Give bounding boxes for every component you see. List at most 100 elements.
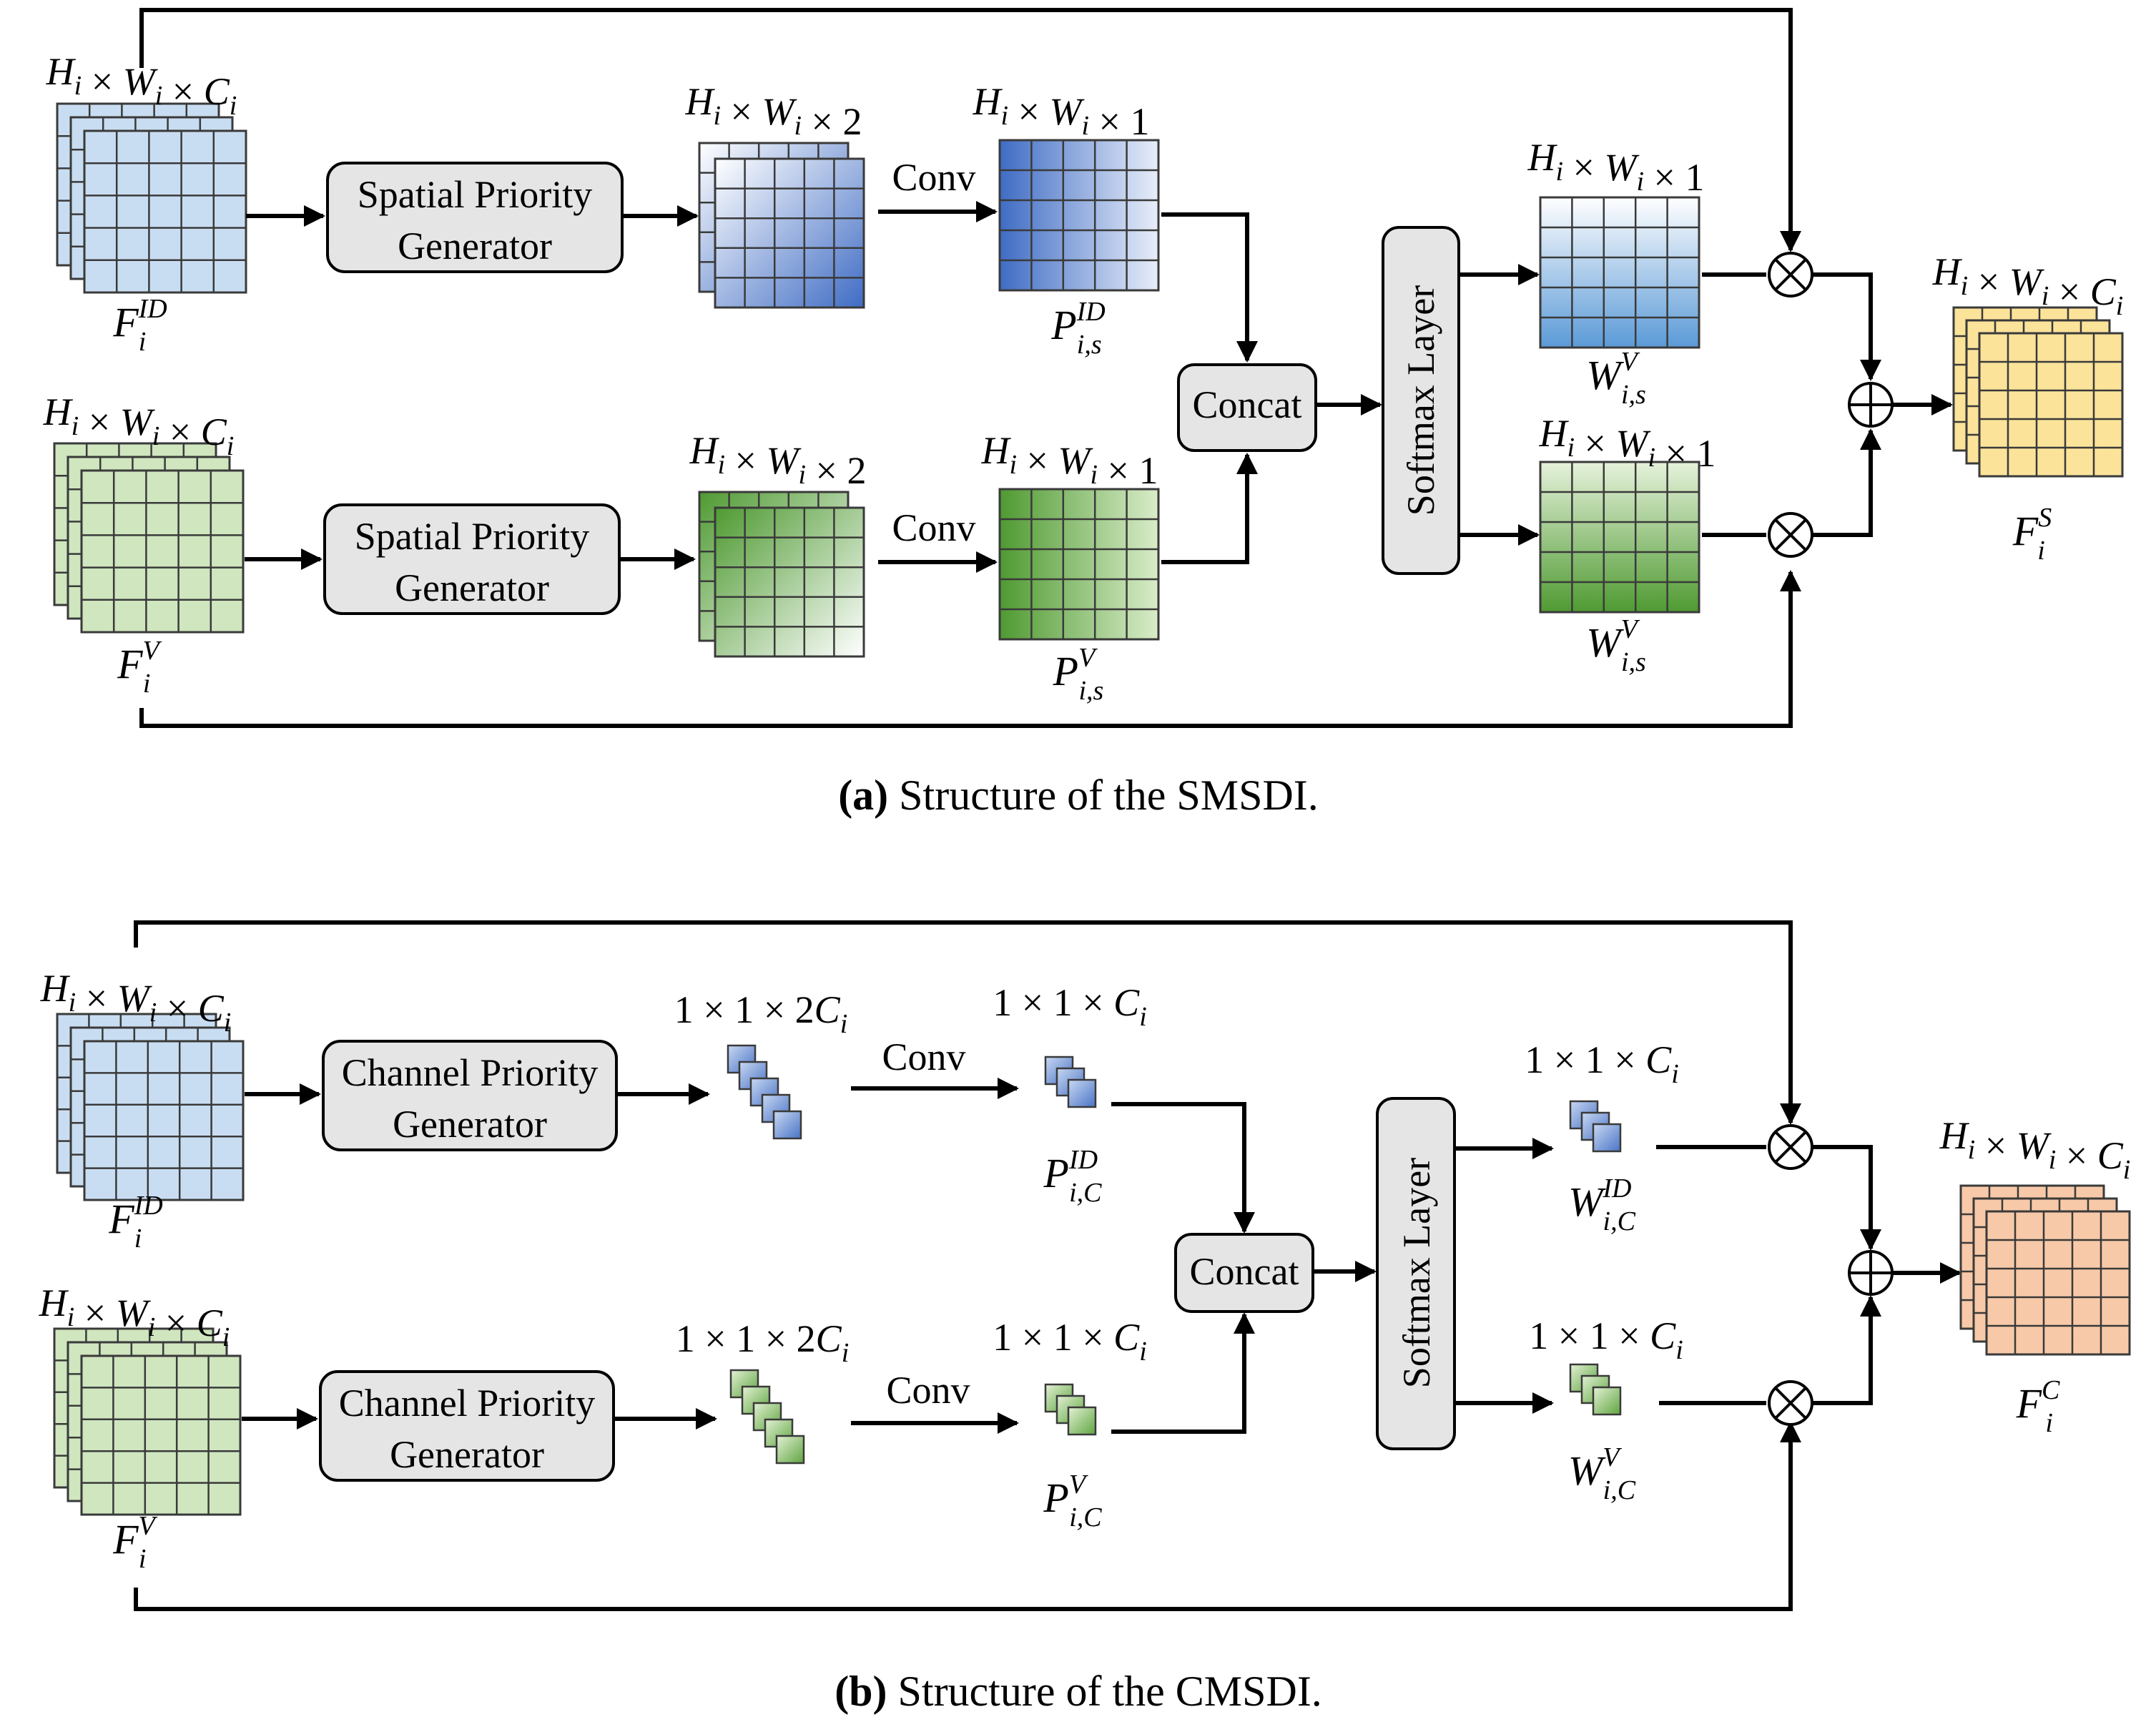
multiply-icon <box>1768 512 1813 558</box>
softmax-label: Softmax Layer <box>1399 285 1442 516</box>
dimension-labels: Hi × Wi × Ci Hi × Wi × Ci 1 × 1 × 2Ci 1 × 1… <box>39 967 2131 1368</box>
caption-letter: (a) <box>838 772 888 819</box>
grid-layer <box>1539 461 1700 614</box>
generator-output-stack-id <box>698 142 865 309</box>
grid-layer <box>714 506 865 658</box>
arrow <box>1812 272 1881 381</box>
generator-output-stack-v <box>698 491 865 658</box>
grid-layer <box>998 488 1160 641</box>
dimension-label: Hi × Wi × 1 <box>1538 412 1716 475</box>
bypass-wire-bottom-a <box>139 570 1801 728</box>
dimension-label: 1 × 1 × Ci <box>1525 1038 1679 1089</box>
channel-cube <box>1067 1406 1097 1436</box>
channel-cube <box>772 1110 802 1140</box>
arrow <box>1812 1295 1881 1405</box>
input-feature-stack-id <box>56 102 247 294</box>
weight-map-v <box>1539 461 1700 614</box>
dimension-label: Hi × Wi × Ci <box>39 1281 230 1352</box>
multiply-icon <box>1768 1380 1813 1426</box>
dimension-label: Hi × Wi × 2 <box>684 80 862 143</box>
output-feature-stack-s <box>1952 306 2124 478</box>
conv-label: Conv <box>892 506 975 549</box>
add-icon <box>1848 382 1894 428</box>
arrow <box>1812 1145 1881 1251</box>
priority-map-v <box>998 488 1160 641</box>
caption-b: (b) Structure of the CMSDI. <box>835 1668 1322 1715</box>
channel-cube <box>1592 1123 1622 1153</box>
generator-label-line1: Channel Priority <box>339 1382 595 1425</box>
caption-a: (a) Structure of the SMSDI. <box>838 772 1319 819</box>
arrow <box>1111 1102 1255 1234</box>
softmax-layer-box <box>1382 226 1460 575</box>
input-feature-stack-id <box>56 1013 245 1201</box>
dimension-label: Hi × Wi × Ci <box>43 390 235 461</box>
generator-label-line2: Generator <box>398 225 552 267</box>
dimension-labels: Hi × Wi × Ci Hi × Wi × Ci Hi × Wi × 2 Hi × … <box>43 50 2124 492</box>
dimension-label: Hi × Wi × 1 <box>972 80 1149 143</box>
concat-box <box>1177 363 1317 452</box>
dimension-label: Hi × Wi × 1 <box>980 429 1158 492</box>
dimension-label: 1 × 1 × Ci <box>1529 1314 1683 1365</box>
input-feature-stack-v <box>53 1327 242 1516</box>
dimension-label: 1 × 1 × Ci <box>993 981 1147 1032</box>
generator-label-line2: Generator <box>390 1433 544 1476</box>
concat-label: Concat <box>1193 383 1302 426</box>
dimension-label: 1 × 1 × 2Ci <box>674 988 848 1039</box>
add-icon <box>1848 1250 1894 1296</box>
channel-weight-id <box>1569 1100 1622 1153</box>
multiply-icon <box>1768 252 1813 297</box>
generator-label-line2: Generator <box>393 1103 547 1146</box>
dimension-label: Hi × Wi × Ci <box>1932 250 2124 321</box>
grid-layer <box>80 1354 242 1516</box>
generator-label-line1: Channel Priority <box>342 1051 598 1094</box>
grid-layer <box>83 129 247 294</box>
dimension-label: 1 × 1 × 2Ci <box>676 1317 850 1368</box>
bypass-wire-bottom-b <box>134 1421 1801 1611</box>
input-feature-stack-v <box>53 442 245 634</box>
generator-label-line1: Spatial Priority <box>355 515 589 558</box>
channel-priority-id <box>1044 1056 1097 1108</box>
caption-text: Structure of the CMSDI. <box>887 1668 1322 1715</box>
channel-priority-generator-bottom <box>319 1370 615 1482</box>
softmax-label: Softmax Layer <box>1395 1158 1438 1388</box>
dimension-label: Hi × Wi × 2 <box>689 429 866 492</box>
dimension-label: Hi × Wi × Ci <box>1939 1114 2131 1185</box>
grid-layer <box>1539 196 1700 349</box>
grid-layer <box>80 469 245 634</box>
conv-label: Conv <box>892 156 975 199</box>
grid-layer <box>1978 332 2124 478</box>
arrow <box>1161 212 1258 363</box>
priority-map-id <box>998 139 1160 292</box>
arrow <box>1111 1312 1255 1434</box>
arrow <box>1161 453 1258 564</box>
generator-label-line1: Spatial Priority <box>358 173 592 216</box>
grid-layer <box>83 1040 245 1201</box>
bypass-wire-top-b <box>134 920 1801 1125</box>
channel-vector-2c-v <box>729 1369 805 1465</box>
panel-a: Spatial Priority Generator Spatial Prior… <box>43 8 2124 819</box>
channel-priority-v <box>1044 1383 1097 1436</box>
channel-weight-v <box>1569 1363 1622 1416</box>
generator-label-line2: Generator <box>395 566 549 609</box>
channel-cube <box>1067 1078 1097 1108</box>
dimension-label: Hi × Wi × Ci <box>40 967 232 1038</box>
caption-text: Structure of the SMSDI. <box>888 772 1319 819</box>
multiply-icon <box>1768 1124 1813 1170</box>
bypass-wire-top-a <box>139 8 1801 252</box>
dimension-label: 1 × 1 × Ci <box>993 1316 1147 1367</box>
arrow <box>1812 428 1881 537</box>
softmax-layer-box <box>1376 1097 1456 1450</box>
